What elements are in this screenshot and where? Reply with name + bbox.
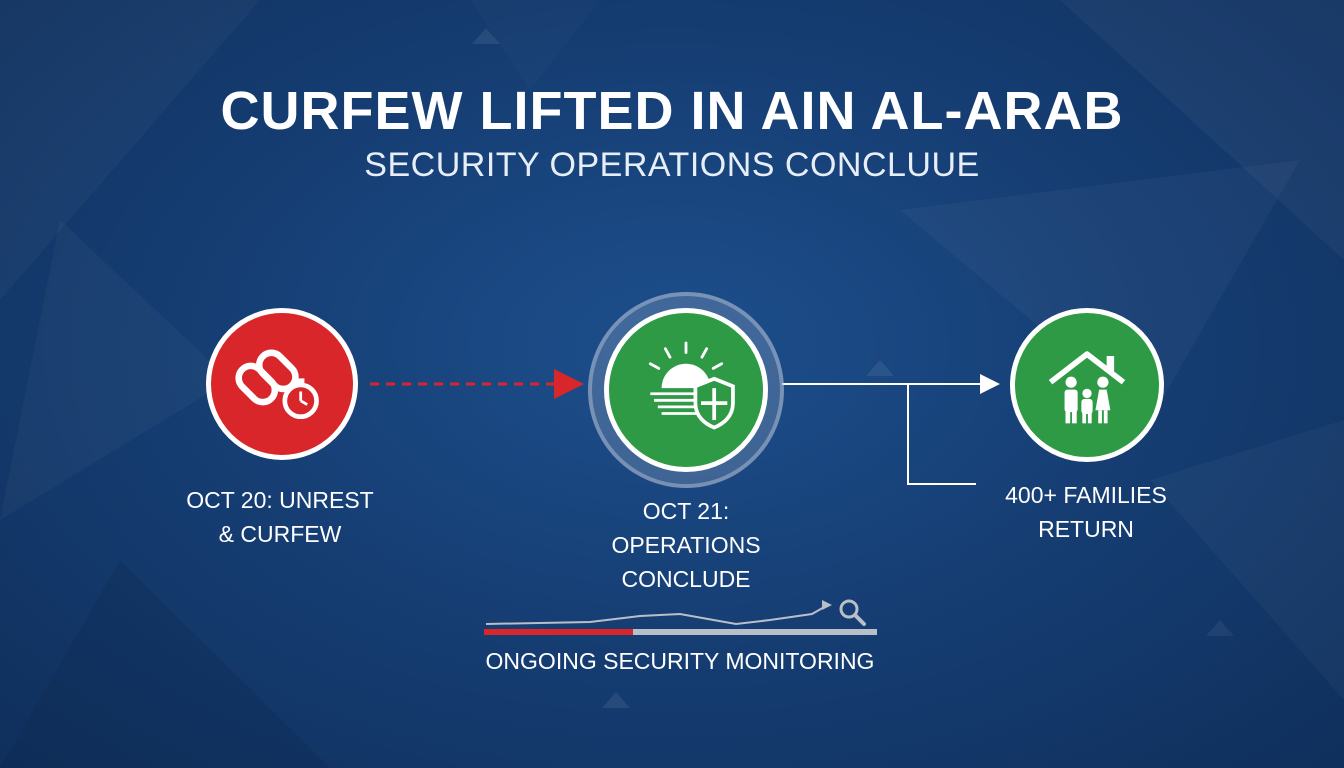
timeline-node-unrest (206, 308, 358, 460)
family-home-icon (1048, 351, 1126, 424)
subheadline: SECURITY OPERATIONS CONCLUUE (364, 146, 980, 184)
connector-branch (907, 384, 976, 485)
monitor-bar-gray (633, 629, 877, 635)
sunrise-and-shield-icon (648, 341, 735, 430)
chain-and-stopwatch-icon (235, 349, 319, 420)
timeline-label-families: 400+ FAMILIES RETURN (1005, 482, 1167, 542)
timeline-label-operations: OCT 21: OPERATIONS CONCLUDE (611, 498, 761, 592)
trend-arrowhead (822, 600, 832, 610)
magnifier-icon (839, 599, 866, 626)
monitoring-label: ONGOING SECURITY MONITORING (485, 648, 875, 674)
headline: CURFEW LIFTED IN AIN AL-ARAB (220, 81, 1124, 141)
timeline-node-operations (604, 308, 768, 472)
monitor-bar-red (484, 629, 633, 635)
monitoring-graphic (484, 599, 877, 635)
timeline-label-unrest: OCT 20: UNREST & CURFEW (186, 487, 374, 547)
trend-line (485, 605, 827, 626)
timeline-node-families (1010, 308, 1164, 462)
